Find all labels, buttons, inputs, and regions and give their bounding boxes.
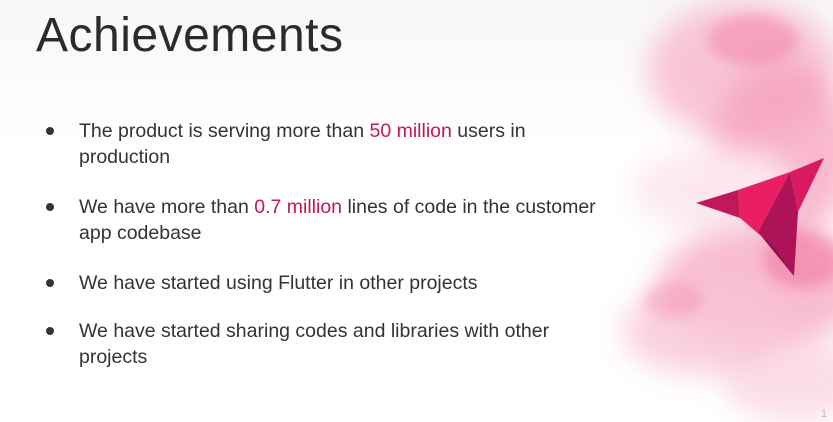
bullet-dot-icon xyxy=(46,127,54,135)
bullet-list: The product is serving more than 50 mill… xyxy=(44,118,604,394)
watercolor-decoration xyxy=(623,0,833,420)
bullet-text: We have started using Flutter in other p… xyxy=(79,272,478,294)
bullet-text-end: users in production xyxy=(79,120,526,168)
slide-title: Achievements xyxy=(36,9,344,62)
bullet-item: The product is serving more than 50 mill… xyxy=(44,118,604,170)
bullet-dot-icon xyxy=(46,327,54,335)
bullet-text-end: lines of code in the customer app codeba… xyxy=(79,196,596,244)
bullet-text: The product is serving more than xyxy=(79,120,370,142)
page-number: 1 xyxy=(820,408,827,420)
bullet-dot-icon xyxy=(46,203,54,211)
bullet-dot-icon xyxy=(46,279,54,287)
bullet-item: We have more than 0.7 million lines of c… xyxy=(44,194,604,246)
bullet-item: We have started sharing codes and librar… xyxy=(44,318,604,370)
bullet-highlight: 0.7 million xyxy=(254,196,343,218)
origami-bird-icon xyxy=(696,158,824,276)
bullet-text: We have more than xyxy=(79,196,255,218)
bullet-highlight: 50 million xyxy=(369,120,452,142)
bullet-item: We have started using Flutter in other p… xyxy=(44,270,604,296)
bullet-text: We have started sharing codes and librar… xyxy=(79,320,550,368)
